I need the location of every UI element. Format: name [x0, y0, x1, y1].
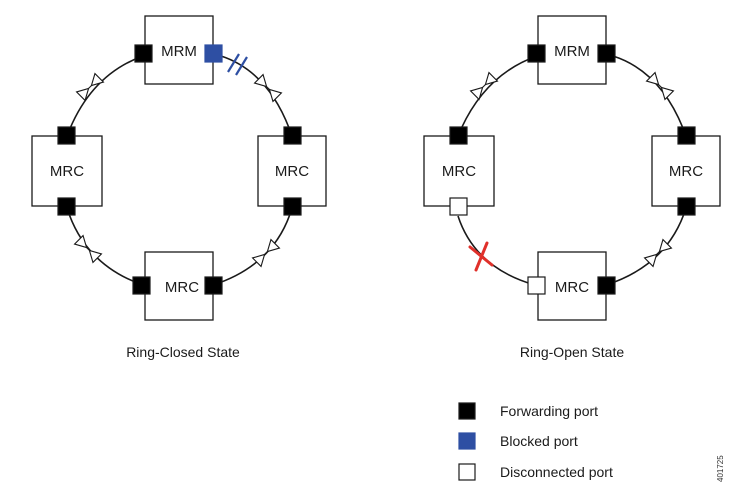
blocked-port-swatch	[458, 432, 476, 450]
coupler-icon	[645, 71, 675, 101]
forwarding-port	[134, 44, 153, 63]
node-label: MRC	[555, 279, 589, 296]
ring-closed-caption: Ring-Closed State	[126, 344, 240, 360]
link-right-bottom	[605, 207, 687, 286]
coupler-icon	[469, 71, 499, 101]
blocked-link-marker	[227, 53, 248, 76]
forwarding-port	[449, 126, 468, 145]
forwarding-port	[677, 197, 696, 216]
node-mrm: MRM	[537, 15, 607, 85]
link-right-bottom	[212, 207, 293, 286]
legend-label: Forwarding port	[500, 403, 598, 419]
node-label: MRC	[442, 163, 476, 180]
coupler-icon	[73, 234, 103, 264]
node-mrc-left: MRC	[31, 135, 103, 207]
coupler-icon	[251, 238, 281, 268]
forwarding-port	[283, 126, 302, 145]
disconnected-port	[449, 197, 468, 216]
node-label: MRC	[275, 163, 309, 180]
node-mrm: MRM	[144, 15, 214, 85]
node-label: MRC	[50, 163, 84, 180]
link-left-bottom	[66, 207, 144, 286]
node-label: MRC	[165, 279, 199, 296]
coupler-icon	[75, 72, 105, 102]
node-mrc-right: MRC	[651, 135, 721, 207]
ring-open-diagram: MRM MRC MRC MRC Ring-Open State	[423, 15, 721, 360]
legend-item-disconnected: Disconnected port	[458, 463, 613, 481]
disconnected-port-swatch	[458, 463, 476, 481]
forwarding-port	[132, 276, 151, 295]
link-fault-icon	[468, 241, 494, 272]
node-label: MRM	[161, 43, 197, 60]
coupler-icon	[643, 238, 673, 268]
node-mrc-left: MRC	[423, 135, 495, 207]
ring-open-ports	[449, 44, 696, 295]
legend-label: Disconnected port	[500, 464, 613, 480]
forwarding-port	[283, 197, 302, 216]
forwarding-port	[204, 276, 223, 295]
legend-label: Blocked port	[500, 433, 578, 449]
figure-id: 401725	[716, 455, 725, 482]
legend: Forwarding port Blocked port Disconnecte…	[458, 402, 613, 481]
link-mrm-right	[612, 55, 687, 137]
ring-open-couplers	[469, 71, 675, 268]
forwarding-port-swatch	[458, 402, 476, 420]
ring-closed-couplers	[73, 72, 283, 268]
disconnected-port	[527, 276, 546, 295]
node-mrc-bottom: MRC	[537, 251, 607, 321]
node-label: MRM	[554, 43, 590, 60]
forwarding-port	[597, 276, 616, 295]
blocked-port	[204, 44, 223, 63]
forwarding-port	[677, 126, 696, 145]
coupler-icon	[253, 73, 283, 103]
node-label: MRC	[669, 163, 703, 180]
ring-closed-diagram: MRM MRC MRC MRC Ring-Closed State	[31, 15, 327, 360]
link-mrm-left	[66, 55, 144, 137]
forwarding-port	[57, 126, 76, 145]
legend-item-forwarding: Forwarding port	[458, 402, 598, 420]
forwarding-port	[527, 44, 546, 63]
node-mrc-right: MRC	[257, 135, 327, 207]
link-mrm-left	[457, 55, 538, 137]
legend-item-blocked: Blocked port	[458, 432, 578, 450]
ring-closed-ports	[57, 44, 302, 295]
forwarding-port	[597, 44, 616, 63]
node-mrc-bottom: MRC	[144, 251, 214, 321]
link-left-bottom	[457, 215, 536, 286]
forwarding-port	[57, 197, 76, 216]
ring-open-caption: Ring-Open State	[520, 344, 624, 360]
